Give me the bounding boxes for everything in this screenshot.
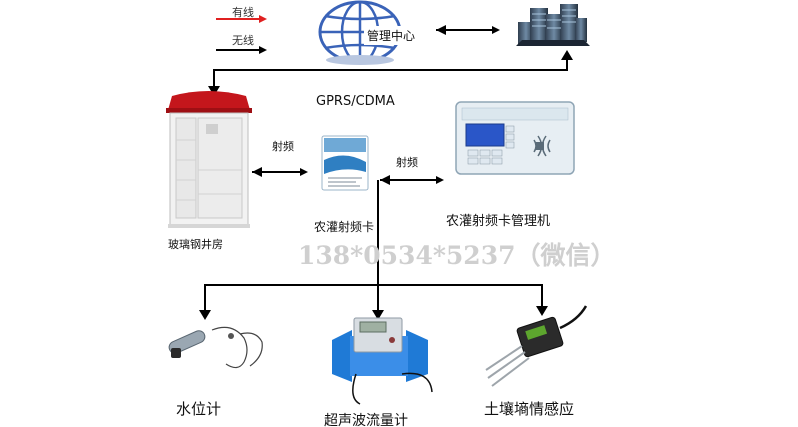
network-label: GPRS/CDMA bbox=[316, 94, 395, 109]
soil-sensor-label: 土壤墒情感应 bbox=[484, 400, 575, 418]
rf-card-label: 农灌射频卡 bbox=[314, 220, 375, 234]
flow-meter-icon bbox=[332, 317, 433, 405]
rf-left-label: 射频 bbox=[272, 140, 294, 153]
soil-sensor-icon bbox=[485, 305, 588, 387]
water-level-label: 水位计 bbox=[176, 400, 222, 418]
sensor-bus-line bbox=[204, 284, 543, 316]
rf-card-icon bbox=[321, 135, 369, 191]
wireless-link-line bbox=[213, 52, 568, 92]
well-house-label: 玻璃钢井房 bbox=[168, 238, 223, 251]
card-manager-label: 农灌射频卡管理机 bbox=[446, 214, 551, 229]
management-center-label: 管理中心 bbox=[364, 26, 419, 45]
contact-watermark: 138*0534*5237（微信） bbox=[298, 241, 616, 270]
water-level-gauge-icon bbox=[168, 326, 263, 369]
legend-wired-label: 有线 bbox=[232, 6, 254, 19]
rf-right-label: 射频 bbox=[396, 156, 418, 169]
flow-meter-label: 超声波流量计 bbox=[324, 413, 408, 427]
well-house-icon bbox=[166, 91, 252, 228]
legend-wireless-label: 无线 bbox=[232, 34, 254, 47]
card-manager-icon bbox=[455, 101, 575, 175]
server-icon bbox=[516, 4, 590, 46]
